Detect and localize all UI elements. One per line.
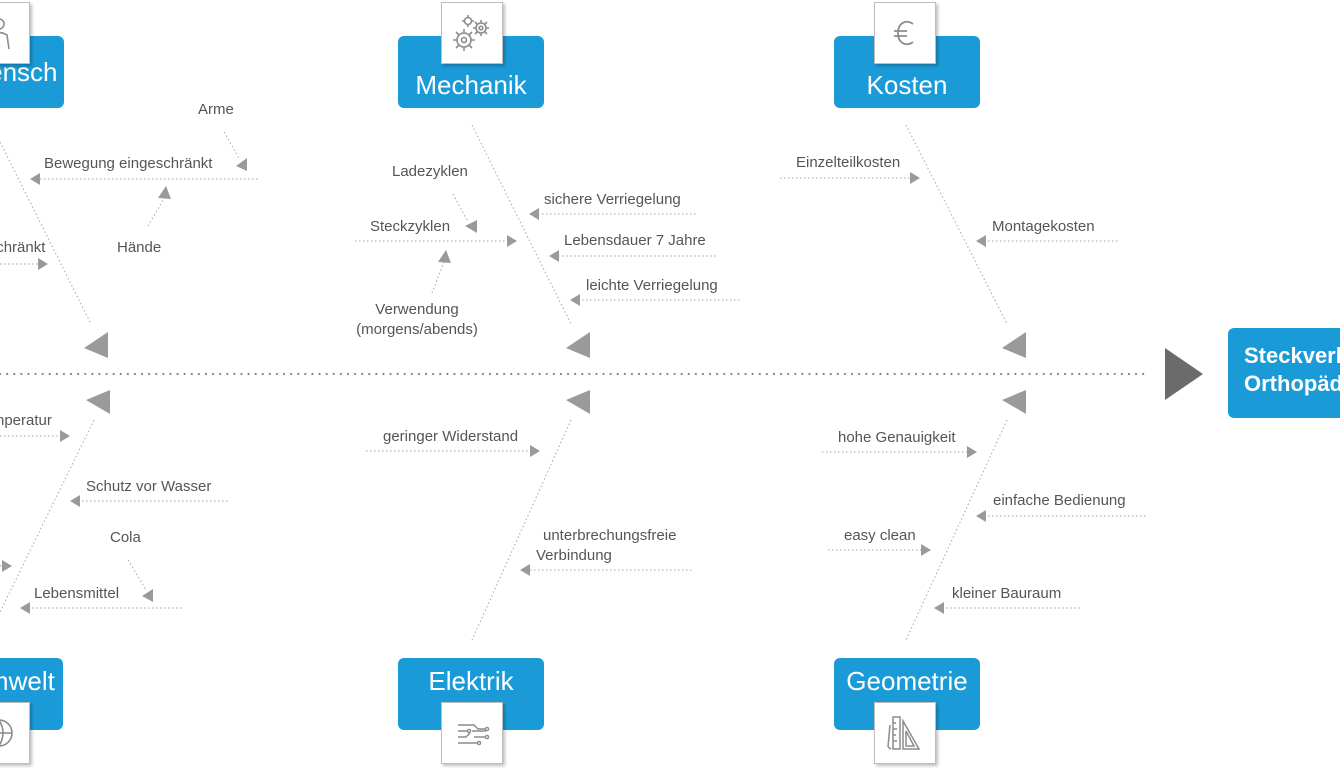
arrow-montage xyxy=(976,235,986,247)
cause-unterbrechung-line2: Verbindung xyxy=(536,547,612,564)
arrow-easyclean xyxy=(921,544,931,556)
cause-easy-clean: easy clean xyxy=(844,527,916,544)
arrow-leichte xyxy=(570,294,580,306)
arrow-haende xyxy=(158,186,171,199)
arrow-bewegung xyxy=(30,173,40,185)
bone-mensch xyxy=(0,141,91,323)
cause-lebensdauer: Lebensdauer 7 Jahre xyxy=(564,232,706,249)
cause-sichere-verriegelung: sichere Verriegelung xyxy=(544,191,681,208)
branch-haende xyxy=(147,199,164,227)
arrowhead-geometrie xyxy=(1002,390,1026,414)
effect-box: Steckverbindung Orthopädie xyxy=(1228,328,1340,418)
cause-geringer-widerstand: geringer Widerstand xyxy=(383,428,519,445)
arrow-verwendung xyxy=(438,250,451,263)
arrow-eingeschraenkt xyxy=(38,258,48,270)
cause-temperatur: Temperatur xyxy=(0,412,52,429)
cause-arme: Arme xyxy=(198,101,234,118)
arrow-steckzyklen xyxy=(507,235,517,247)
bone-elektrik xyxy=(471,419,572,641)
arrowhead-umwelt xyxy=(86,390,110,414)
effect-title-line1: Steckverbindung xyxy=(1244,343,1340,368)
cause-unterbrechungsfreie-verbindung: unterbrechungsfreie Verbindung xyxy=(536,526,676,566)
ruler-triangle-icon xyxy=(874,702,936,764)
arrow-cola xyxy=(142,589,153,602)
cause-cola: Cola xyxy=(110,529,141,546)
bone-kosten xyxy=(905,124,1008,325)
cause-steckzyklen: Steckzyklen xyxy=(370,218,451,235)
branch-cola xyxy=(127,559,147,591)
arrowhead-mechanik xyxy=(566,332,590,358)
person-icon xyxy=(0,2,30,64)
cause-ladezyklen: Ladezyklen xyxy=(392,163,468,180)
arrow-temperatur xyxy=(60,430,70,442)
spine-arrowhead xyxy=(1165,348,1203,400)
effect-title-line2: Orthopädie xyxy=(1244,371,1340,396)
category-elektrik-label: Elektrik xyxy=(428,665,514,696)
cause-verwendung-line2: (morgens/abends) xyxy=(356,321,478,338)
cause-montagekosten: Montagekosten xyxy=(992,218,1095,235)
branch-arme xyxy=(223,131,241,161)
cause-hohe-genauigkeit: hohe Genauigkeit xyxy=(838,429,956,446)
globe-icon xyxy=(0,702,30,764)
category-geometrie-label: Geometrie xyxy=(846,665,968,696)
arrow-ladezyklen xyxy=(465,220,477,233)
category-kosten-label: Kosten xyxy=(866,69,948,100)
cause-kleiner-bauraum: kleiner Bauraum xyxy=(952,585,1062,602)
branch-ladezyklen xyxy=(452,193,468,221)
arrowhead-mensch xyxy=(84,332,108,358)
arrow-umwelt-left xyxy=(2,560,12,572)
arrow-sichere xyxy=(529,208,539,220)
cause-schutz-vor-wasser: Schutz vor Wasser xyxy=(86,478,212,495)
cause-verwendung: Verwendung (morgens/abends) xyxy=(352,300,482,340)
euro-icon xyxy=(874,2,936,64)
cause-verwendung-line1: Verwendung xyxy=(375,301,459,318)
cause-lebensmittel: Lebensmittel xyxy=(34,585,120,602)
cause-unterbrechung-line1: unterbrechungsfreie xyxy=(543,527,677,544)
category-umwelt-label: Umwelt xyxy=(0,665,55,696)
cause-haende: Hände xyxy=(117,239,162,256)
arrow-bedienung xyxy=(976,510,986,522)
arrow-arme xyxy=(236,158,247,171)
circuit-icon xyxy=(441,702,503,764)
arrowhead-elektrik xyxy=(566,390,590,414)
arrow-lebensmittel xyxy=(20,602,30,614)
arrow-einzelteil xyxy=(910,172,920,184)
bone-mechanik xyxy=(471,124,572,325)
cause-eingeschraenkt: eingeschränkt xyxy=(0,239,46,256)
arrow-genauigkeit xyxy=(967,446,977,458)
gears-icon xyxy=(441,2,503,64)
arrow-bauraum xyxy=(934,602,944,614)
branch-verwendung xyxy=(431,261,445,294)
cause-einfache-bedienung: einfache Bedienung xyxy=(993,492,1126,509)
arrow-lebensdauer xyxy=(549,250,559,262)
arrowhead-kosten xyxy=(1002,332,1026,358)
arrow-wasser xyxy=(70,495,80,507)
cause-einzelteilkosten: Einzelteilkosten xyxy=(796,154,901,171)
bone-geometrie xyxy=(905,419,1008,641)
cause-leichte-verriegelung: leichte Verriegelung xyxy=(586,277,718,294)
arrow-widerstand xyxy=(530,445,540,457)
category-mechanik-label: Mechanik xyxy=(415,69,527,100)
arrow-unterbrechung xyxy=(520,564,530,576)
category-geometrie: Geometrie xyxy=(834,658,980,730)
cause-bewegung-eingeschraenkt: Bewegung eingeschränkt xyxy=(44,155,213,172)
